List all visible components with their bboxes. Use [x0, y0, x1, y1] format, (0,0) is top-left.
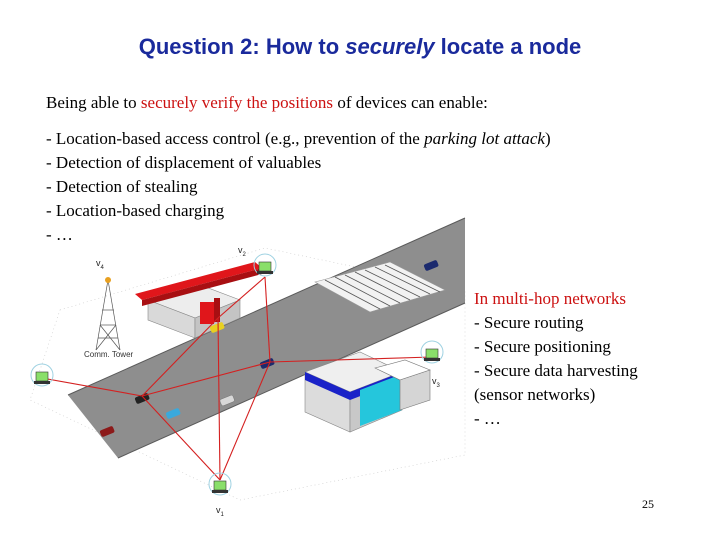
car [134, 393, 150, 404]
bullet-item: - Detection of displacement of valuables [46, 153, 322, 172]
page-number: 25 [642, 497, 654, 511]
intro-text: Being able to securely verify the positi… [46, 93, 488, 113]
car [209, 322, 225, 333]
slide-title: Question 2: How to securely locate a nod… [0, 34, 720, 60]
car [423, 260, 439, 271]
node-v3 [420, 340, 444, 364]
intro-highlight: securely verify the positions [140, 93, 334, 112]
node-v2 [253, 253, 277, 277]
car [165, 408, 181, 419]
title-prefix: Question 2: How to [138, 34, 346, 59]
bullet-list: - Location-based access control (e.g., p… [46, 127, 551, 247]
node-label-v2: v2 [238, 245, 247, 258]
node-v1 [208, 472, 232, 496]
sidebar-item: - … [474, 409, 501, 428]
node-label-v4: v4 [96, 258, 105, 271]
network-links [41, 276, 433, 481]
car [259, 358, 275, 369]
tower-label: Comm. Tower [84, 350, 134, 359]
car [219, 394, 235, 406]
node-v4 [30, 363, 54, 387]
title-emphasis: securely [345, 34, 435, 59]
sidebar-text: In multi-hop networks - Secure routing -… [474, 287, 638, 431]
car [99, 426, 115, 437]
title-suffix: locate a node [434, 34, 582, 59]
comm-tower [95, 277, 121, 351]
sidebar-item: (sensor networks) [474, 385, 596, 404]
intro-after: of devices can enable: [333, 93, 488, 112]
sidebar-item: - Secure positioning [474, 337, 611, 356]
bullet-text: ) [544, 129, 551, 148]
bullet-item: - … [46, 225, 73, 244]
bullet-item: - Location-based charging [46, 201, 225, 220]
node-label-v1: v1 [216, 505, 225, 518]
bullet-item: - Location-based access control (e.g., p… [46, 127, 551, 151]
sidebar-heading: In multi-hop networks [474, 289, 627, 308]
parking-lines [324, 264, 441, 310]
intro-before: Being able to [46, 93, 141, 112]
bullet-item: - Detection of stealing [46, 177, 198, 196]
node-label-v3: v3 [432, 376, 441, 389]
sidebar-item: - Secure data harvesting [474, 361, 638, 380]
parking-lot [314, 261, 446, 313]
blue-building [304, 351, 431, 433]
bullet-text: - Location-based access control (e.g., p… [46, 129, 425, 148]
bullet-italic: parking lot attack [424, 129, 545, 148]
sidebar-item: - Secure routing [474, 313, 584, 332]
